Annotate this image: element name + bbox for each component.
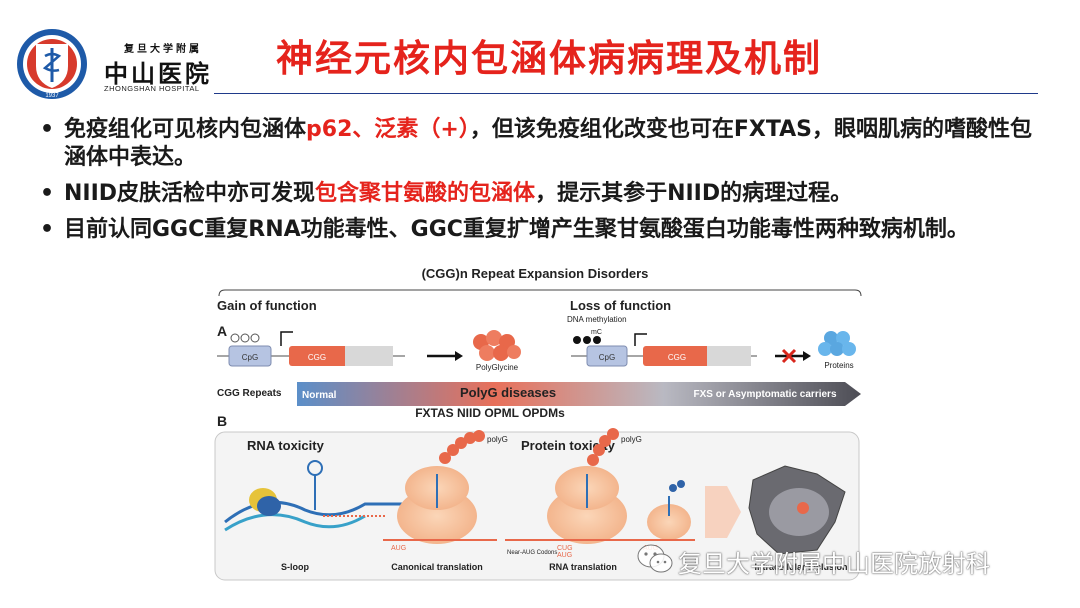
rna-translation-ribosome (505, 428, 695, 544)
panel-a-label: A (217, 323, 227, 339)
hospital-name: 中山医院 (104, 60, 212, 88)
cross-icon (781, 348, 797, 364)
logo-year: 1937 (45, 93, 59, 99)
slide-title: 神经元核内包涵体病病理及机制 (276, 37, 822, 80)
inclusion-label: Intracellular inclusion (754, 562, 847, 572)
figure-title: (CGG)n Repeat Expansion Disorders (422, 266, 649, 281)
near-aug-label: Near-AUG Codons (507, 550, 557, 556)
gain-label: Gain of function (217, 298, 317, 313)
diseases-list: FXTAS NIID OPML OPDMs (415, 406, 565, 420)
panel-b-label: B (217, 413, 227, 429)
aug-label-2: AUG (557, 552, 572, 559)
polyg-diseases-label: PolyG diseases (460, 385, 556, 400)
polyglycine-cluster (473, 330, 521, 361)
proteins-label: Proteins (824, 361, 853, 370)
intracellular-inclusion-cell (748, 465, 846, 555)
title-rule (214, 93, 1038, 94)
panel-b-box (214, 431, 860, 581)
big-arrow-icon (705, 486, 741, 538)
watermark: 复旦大学附属中山医院放射科 (636, 540, 1056, 580)
fxs-label: FXS or Asymptomatic carriers (693, 389, 836, 400)
hospital-logo: 1937 (17, 29, 87, 99)
proteins-cluster (818, 331, 856, 356)
aug-label-1: AUG (391, 545, 406, 552)
hospital-name-small: 复旦大学附属 (124, 44, 202, 55)
bullet-2: •NIID皮肤活检中亦可发现包含聚甘氨酸的包涵体，提示其参于NIID的病理过程。 (40, 181, 853, 206)
highlight: 包含聚甘氨酸的包涵体 (315, 181, 536, 206)
loss-gene-construct: CpG CGG mC (571, 329, 757, 367)
cgg-repeat-figure: (CGG)n Repeat Expansion Disorders Gain o… (214, 266, 862, 581)
canonical-ribosome (383, 430, 497, 544)
svg-text:CGG: CGG (668, 353, 686, 362)
protein-toxicity-label: Protein toxicity (521, 438, 616, 453)
polyglycine-label: PolyGlycine (476, 363, 519, 372)
bullet-1: •免疫组化可见核内包涵体p62、泛素（+），但该免疫组化改变也可在FXTAS，眼… (40, 117, 1032, 170)
svg-text:CGG: CGG (308, 353, 326, 362)
wechat-icon (637, 544, 673, 573)
hospital-name-en: ZHONGSHAN HOSPITAL (104, 84, 200, 93)
cug-label: CUG (557, 545, 573, 552)
polyg-label-2: polyG (621, 435, 642, 444)
dna-methylation-label: DNA methylation (567, 315, 627, 324)
repeat-spectrum-bar (297, 382, 861, 406)
canonical-label: Canonical translation (391, 562, 483, 572)
watermark-text: 复旦大学附属中山医院放射科 (678, 550, 990, 578)
bullet-list: •免疫组化可见核内包涵体p62、泛素（+），但该免疫组化改变也可在FXTAS，眼… (40, 116, 1050, 252)
rna-translation-label: RNA translation (549, 562, 617, 572)
normal-label: Normal (302, 390, 337, 401)
s-loop-illustration (224, 460, 405, 532)
svg-text:CpG: CpG (242, 353, 258, 362)
svg-text:mC: mC (591, 329, 602, 336)
rna-toxicity-label: RNA toxicity (247, 438, 325, 453)
cgg-repeats-label: CGG Repeats (217, 388, 282, 399)
bullet-3: •目前认同GGC重复RNA功能毒性、GGC重复扩增产生聚甘氨酸蛋白功能毒性两种致… (40, 217, 969, 242)
gain-gene-construct: CpG CGG (217, 331, 405, 367)
highlight: p62、泛素（+） (306, 117, 470, 142)
svg-text:CpG: CpG (599, 353, 615, 362)
loss-label: Loss of function (570, 298, 671, 313)
s-loop-label: S-loop (281, 562, 309, 572)
polyg-label-1: polyG (487, 435, 508, 444)
